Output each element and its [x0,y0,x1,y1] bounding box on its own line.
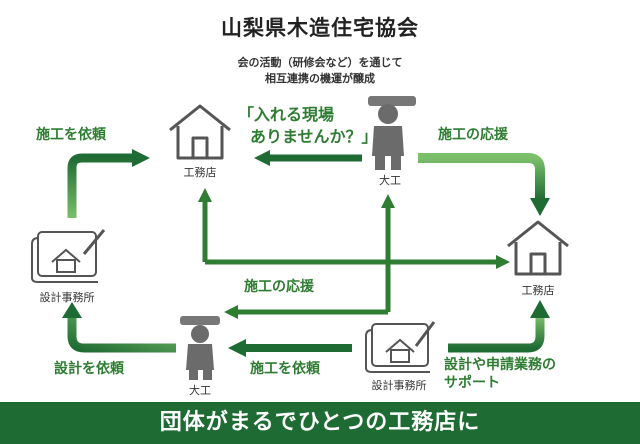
carpenter-icon-bottom [180,316,220,380]
diagram-title: 山梨県木造住宅協会 [221,16,419,40]
carpenter-icon-top [368,96,416,170]
blueprint-icon-bottom [365,321,436,373]
house-icon-top [169,104,231,160]
node-label-left-design-office: 設計事務所 [39,291,95,304]
arrow-support-center [198,188,510,269]
footer-banner: 団体がまるでひとつの工務店に [0,402,640,444]
subtitle-line-2: 相互連携の機運が醸成 [265,72,375,85]
label-request-design: 設計を依頼 [54,361,124,377]
arrow-bottom-left [62,302,176,353]
house-icon-right [507,220,569,276]
node-label-bottom-carpenter: 大工 [189,384,211,397]
node-label-right-office: 工務店 [521,284,555,297]
label-design-support-line-1: 設計や申請業務の [444,357,556,373]
arrow-left-up [67,149,150,218]
label-support-construction-center: 施工の応援 [244,279,314,295]
label-request-construction-bottom: 施工を依頼 [250,361,320,377]
footer-text: 団体がまるでひとつの工務店に [159,410,481,435]
speech-line-2: ありませんか？」 [250,127,378,146]
arrow-right-down [418,153,550,216]
arrow-carpenter-to-office [254,150,362,166]
arrow-support-carpenter [224,194,395,319]
speech-line-1: 「入れる現場 [238,105,335,124]
node-label-bottom-design-office: 設計事務所 [371,379,427,392]
arrow-request-bottom [228,339,352,357]
node-label-top-carpenter: 大工 [379,174,401,187]
label-design-support-line-2: サポート [444,375,500,391]
blueprint-icon-left [31,229,106,283]
arrow-bottom-right [448,300,550,353]
label-request-construction-top: 施工を依頼 [36,127,106,143]
subtitle-line-1: 会の活動（研修会など）を通じて [237,56,403,69]
label-support-construction-right: 施工の応援 [438,127,508,143]
node-label-top-office: 工務店 [183,166,217,179]
